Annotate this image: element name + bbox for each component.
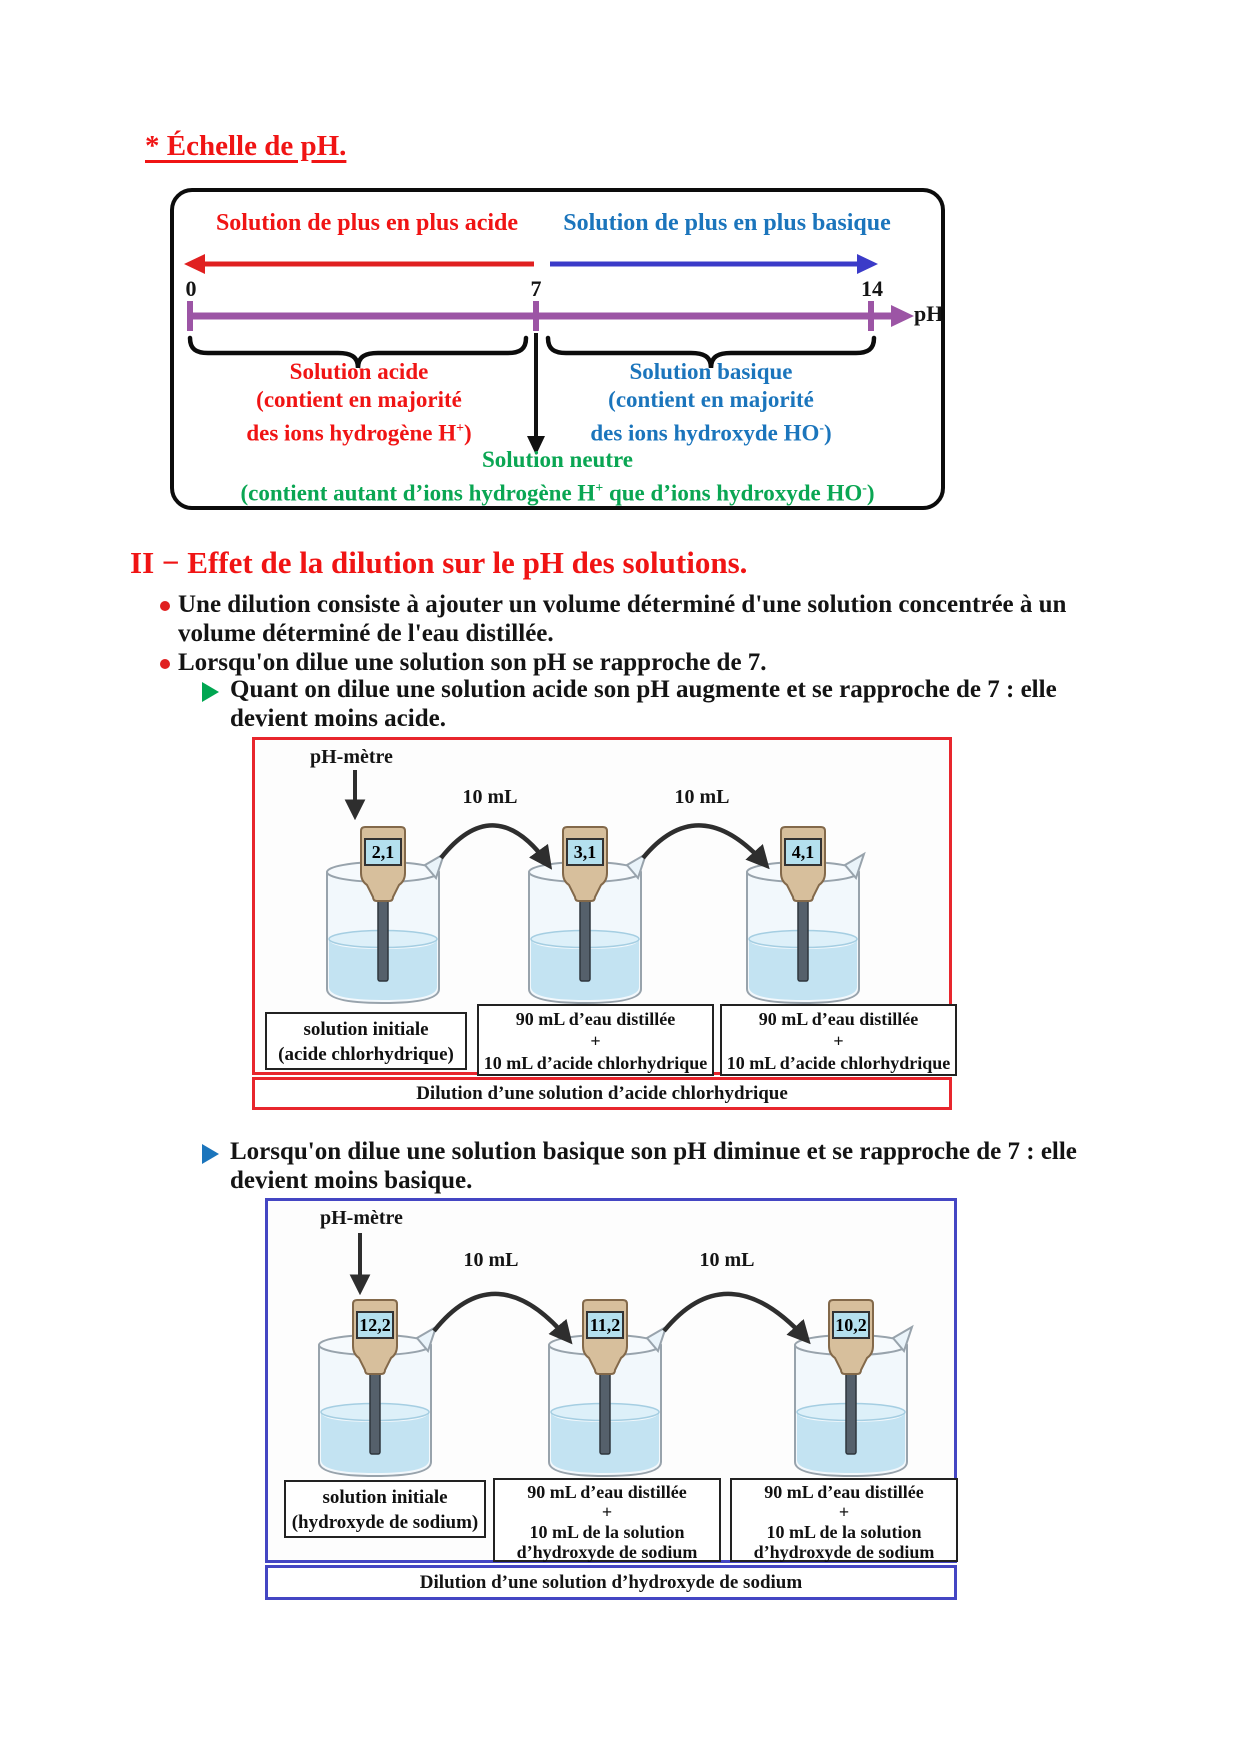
- neutral-zone-text: Solution neutre (contient autant d’ions …: [174, 446, 941, 508]
- triangle-bullet-icon: [202, 1144, 219, 1164]
- acid-zone-line1: Solution acide: [289, 359, 429, 384]
- page-title: * Échelle de pH.: [145, 130, 347, 162]
- figure-base-caption: Dilution d’une solution d’hydroxyde de s…: [265, 1565, 957, 1600]
- transfer-volume-label: 10 mL: [462, 786, 518, 808]
- ph-meter-reading: 11,2: [589, 1315, 621, 1335]
- bullet1-line2: volume déterminé de l'eau distillée.: [178, 620, 554, 647]
- transfer-volume-label: 10 mL: [674, 786, 730, 808]
- acid-range-brace: [187, 335, 529, 369]
- ph-scale-graphics: [184, 254, 914, 455]
- ph-meter-reading: 2,1: [371, 842, 395, 862]
- transfer-arc-2: [641, 823, 770, 870]
- sub-base-line2: devient moins basique.: [230, 1167, 473, 1194]
- acid-zone-line3: des ions hydrogène H+): [246, 420, 472, 446]
- acid-arrowhead-icon: [184, 254, 205, 274]
- ph-meter-reading: 4,1: [791, 842, 815, 862]
- beaker-2-label-box: 90 mL d’eau distillée + 10 mL de la solu…: [493, 1478, 721, 1562]
- transfer-arc-2: [662, 1291, 811, 1345]
- base-zone-line2: (contient en majorité: [608, 387, 814, 412]
- beaker-2-label-box: 90 mL d’eau distillée + 10 mL d’acide ch…: [477, 1004, 714, 1076]
- bullet2-text: Lorsqu'on dilue une solution son pH se r…: [178, 649, 767, 676]
- ph-meter-reading: 10,2: [835, 1315, 867, 1335]
- beaker-1-label-box: solution initiale (hydroxyde de sodium): [284, 1480, 486, 1538]
- figure-base-canvas: pH-mètre 10 mL 10 mL 12,2 11,2 10,2 solu…: [265, 1198, 958, 1563]
- figure-base-graphics: [318, 1233, 913, 1477]
- figure-acid-caption: Dilution d’une solution d’acide chlorhyd…: [252, 1077, 952, 1110]
- ph-axis-label: pH: [914, 301, 944, 326]
- acid-direction-label: Solution de plus en plus acide: [215, 210, 519, 236]
- ph-meter-label: pH-mètre: [310, 746, 393, 768]
- bullet-dot-icon: [160, 659, 170, 669]
- transfer-arc-1: [432, 1291, 573, 1345]
- figure-base-dilution: pH-mètre 10 mL 10 mL 12,2 11,2 10,2 solu…: [265, 1198, 958, 1600]
- base-zone-line3: des ions hydroxyde HO-): [590, 420, 832, 446]
- transfer-volume-label: 10 mL: [463, 1249, 519, 1271]
- sub-acid-line2: devient moins acide.: [230, 705, 446, 732]
- figure-acid-canvas: pH-mètre 10 mL 10 mL 2,1 3,1 4,1 solutio…: [252, 737, 957, 1076]
- bullet1-line1: Une dilution consiste à ajouter un volum…: [178, 591, 1067, 618]
- beaker-1-label-box: solution initiale (acide chlorhydrique): [265, 1012, 467, 1070]
- neutral-zone-line1: Solution neutre: [481, 447, 634, 472]
- tick-label-0: 0: [185, 276, 197, 301]
- acid-zone-text: Solution acide (contient en majorité des…: [192, 358, 526, 448]
- figure-acid-graphics: [326, 770, 865, 1004]
- sub-base-line1: Lorsqu'on dilue une solution basique son…: [230, 1138, 1077, 1165]
- triangle-bullet-icon: [202, 682, 219, 702]
- base-direction-label: Solution de plus en plus basique: [563, 210, 891, 236]
- figure-acid-dilution: pH-mètre 10 mL 10 mL 2,1 3,1 4,1 solutio…: [252, 737, 957, 1110]
- neutral-zone-line2: (contient autant d’ions hydrogène H+ que…: [240, 480, 875, 506]
- beaker-3-label-box: 90 mL d’eau distillée + 10 mL d’acide ch…: [720, 1004, 957, 1076]
- beaker-3-label-box: 90 mL d’eau distillée + 10 mL de la solu…: [730, 1478, 958, 1562]
- bullet-dot-icon: [160, 601, 170, 611]
- section-heading: II − Effet de la dilution sur le pH des …: [130, 545, 748, 580]
- base-arrowhead-icon: [857, 254, 878, 274]
- base-zone-text: Solution basique (contient en majorité d…: [544, 358, 878, 448]
- acid-zone-line2: (contient en majorité: [256, 387, 462, 412]
- ph-axis-arrowhead-icon: [891, 305, 914, 327]
- sub-acid-line1: Quant on dilue une solution acide son pH…: [230, 676, 1057, 703]
- tick-label-7: 7: [530, 276, 542, 301]
- tick-label-14: 14: [861, 276, 883, 301]
- ph-meter-reading: 3,1: [573, 842, 597, 862]
- ph-meter-reading: 12,2: [359, 1315, 391, 1335]
- transfer-arc-1: [439, 823, 553, 870]
- neutral-arrowhead-icon: [527, 436, 545, 455]
- base-zone-line1: Solution basique: [629, 359, 793, 384]
- ph-scale-diagram: Solution de plus en plus acide Solution …: [170, 188, 945, 510]
- ph-meter-label: pH-mètre: [320, 1207, 403, 1229]
- transfer-volume-label: 10 mL: [699, 1249, 755, 1271]
- base-range-brace: [545, 335, 877, 369]
